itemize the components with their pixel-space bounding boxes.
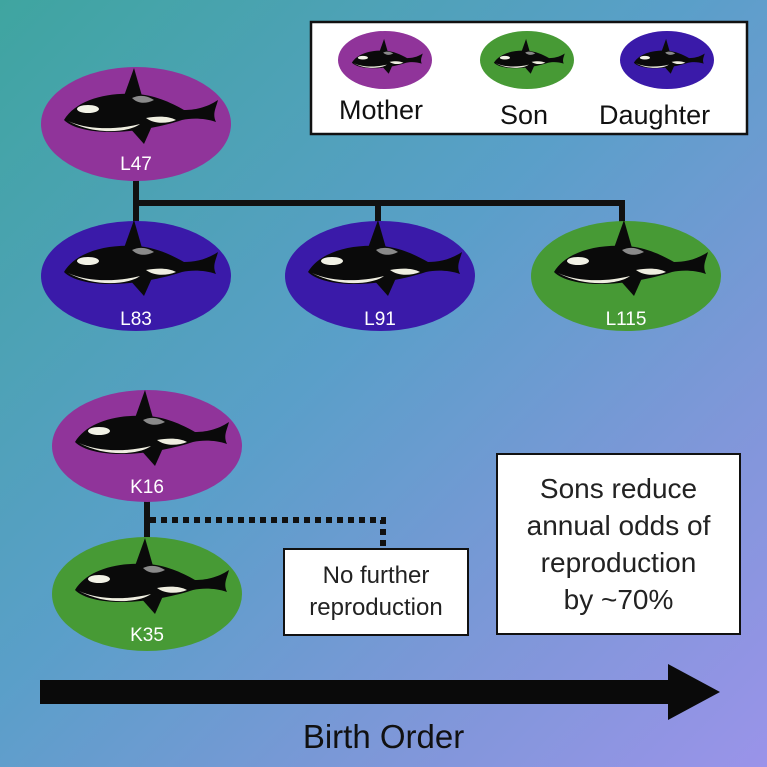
node-k16-label: K16 [130,477,164,498]
axis-label: Birth Order [302,718,465,755]
summary-line-1: Sons reduce [539,472,698,504]
dotted-connector [150,517,386,548]
arrow-shaft [40,680,672,704]
connector-lines [133,180,625,548]
summary-line-3: reproduction [540,547,697,578]
legend-son-icon [480,31,574,89]
node-k35: K35 [52,537,242,651]
node-l115-label: L115 [606,309,647,330]
legend-son-label: Son [500,100,549,130]
node-l47: L47 [41,67,231,181]
legend-mother-icon [338,31,432,89]
node-l83-label: L83 [120,309,152,330]
note-line-2: reproduction [309,594,443,621]
summary-line-4: by ~70% [563,584,674,616]
node-l91: L91 [285,220,475,331]
summary-box: Sons reduce annual odds of reproduction … [496,453,741,635]
legend-mother-label: Mother [339,95,424,125]
note-line-1: No further [322,561,430,589]
node-l83: L83 [41,220,231,331]
node-k16: K16 [52,390,242,502]
legend-daughter-label: Daughter [599,100,711,130]
birth-order-arrow [40,664,720,720]
node-k35-label: K35 [130,625,164,646]
arrow-head [668,664,720,720]
summary-line-2: annual odds of [526,509,711,541]
legend-daughter-icon [620,31,714,89]
node-l91-label: L91 [364,309,396,330]
no-further-reproduction-note: No further reproduction [283,548,469,636]
node-l47-label: L47 [120,154,152,175]
legend [309,20,749,136]
node-l115: L115 [531,220,721,331]
